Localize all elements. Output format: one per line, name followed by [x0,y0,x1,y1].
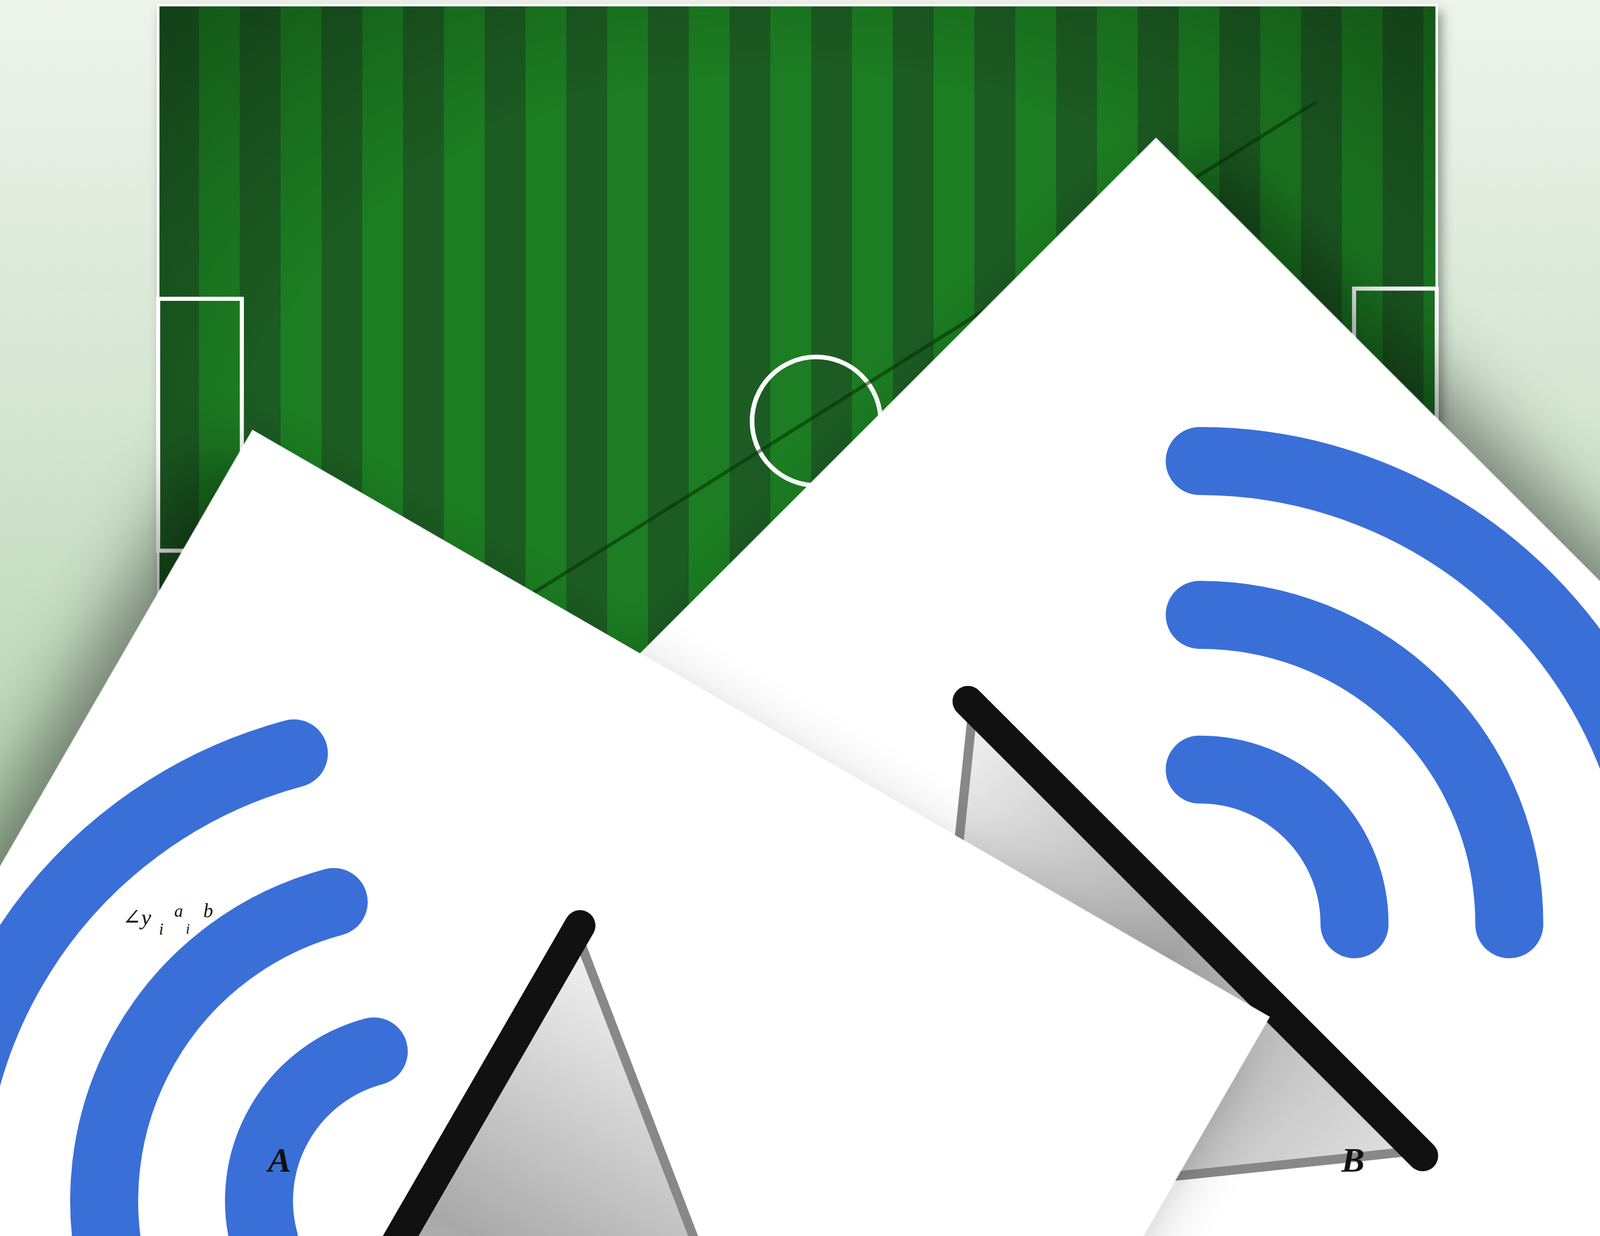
speaker-label: A [267,1143,292,1178]
subscript: i [185,922,190,937]
subscript: i [159,921,164,938]
angle-symbol: b [203,901,214,921]
speaker-icon [0,429,1270,1236]
angle-symbol: ∠y [122,905,152,929]
speaker-label: B [1341,1143,1365,1178]
superscript: a [174,902,184,920]
